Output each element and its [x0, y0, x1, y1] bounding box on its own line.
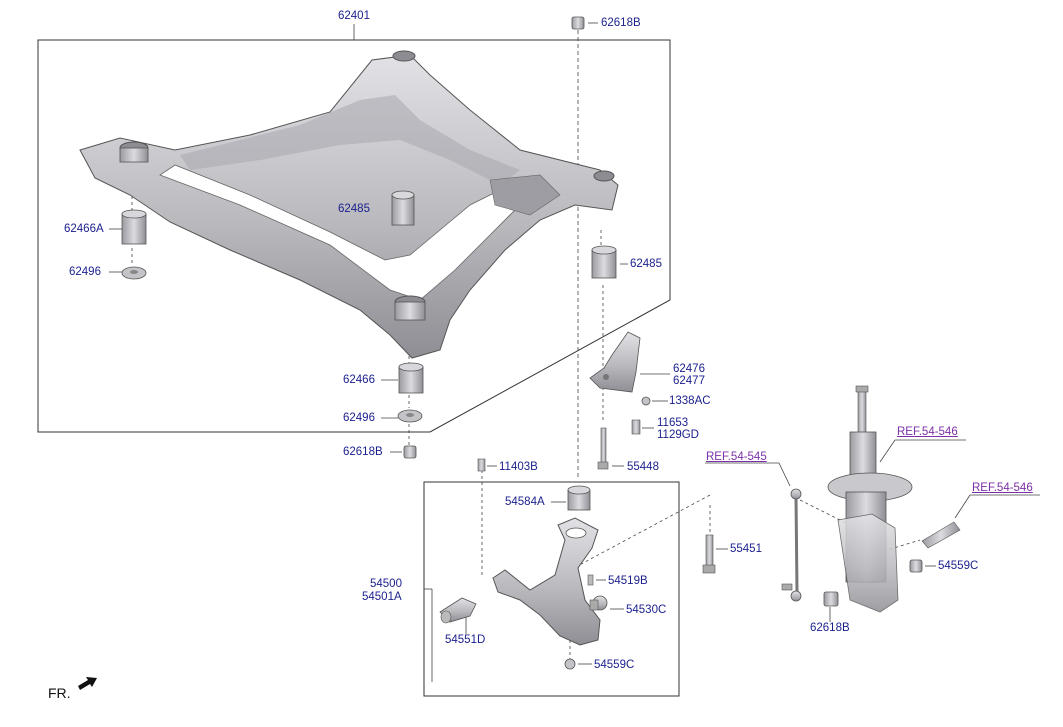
- label-subframe: 62401: [338, 10, 370, 22]
- label-bolt-arm-small: 11403B: [499, 461, 538, 473]
- label-lower-arm-2: 54501A: [362, 591, 402, 603]
- ref-link-link[interactable]: REF.54-545: [706, 451, 767, 463]
- subframe-group-outline: [37, 39, 671, 433]
- label-mount-front-left: 62466A: [64, 223, 104, 235]
- label-bracket-2: 62477: [673, 375, 705, 387]
- front-direction-label: FR.: [48, 685, 71, 701]
- front-arrow-icon: [78, 677, 97, 690]
- bushing-62485-right: [591, 245, 617, 279]
- mount-62466A: [121, 209, 147, 245]
- ball-joint-54530C: [589, 595, 608, 611]
- bushing-54551D: [439, 597, 477, 624]
- nut-62618B-bottom: [403, 445, 417, 459]
- washer-62496-left: [121, 266, 147, 280]
- bolt-55451: [702, 534, 716, 574]
- label-ball-joint: 54530C: [626, 604, 667, 616]
- label-washer-right: 62496: [343, 412, 375, 424]
- subframe: [79, 50, 619, 359]
- label-mount-front-right: 62466: [343, 374, 375, 386]
- label-strut-nut: 54559C: [938, 560, 979, 572]
- bolt-55448: [597, 427, 609, 470]
- bolt-11653: [631, 419, 641, 435]
- label-bushing-front: 54551D: [445, 634, 486, 646]
- lower-arm: [492, 517, 601, 646]
- mount-62466: [398, 362, 424, 394]
- label-nut-bottom: 62618B: [343, 446, 383, 458]
- label-bushing-rear-left: 62485: [338, 203, 370, 215]
- pin-54519B: [587, 574, 594, 586]
- label-bolt-arm: 55451: [730, 543, 762, 555]
- label-nut-top: 62618B: [601, 17, 641, 29]
- label-bracket-1: 62476: [673, 363, 705, 375]
- label-washer-left: 62496: [69, 266, 101, 278]
- strut-assembly: [827, 385, 913, 613]
- nut-54559C-strut: [909, 559, 923, 573]
- ref-knuckle-link[interactable]: REF.54-546: [972, 482, 1033, 494]
- bushing-54584A: [567, 485, 591, 511]
- bushing-62485-left: [391, 190, 415, 226]
- nut-1338AC: [641, 396, 651, 406]
- bolt-strut: [921, 521, 961, 549]
- washer-62496-right: [397, 409, 423, 423]
- label-link-nut: 62618B: [810, 622, 850, 634]
- label-pin: 54519B: [608, 575, 648, 587]
- label-bushing-arm: 54584A: [505, 496, 545, 508]
- label-nut-arm: 54559C: [594, 659, 635, 671]
- label-lower-arm-1: 54500: [370, 578, 402, 590]
- bolt-11403B: [477, 458, 486, 472]
- ref-strut-link[interactable]: REF.54-546: [897, 426, 958, 438]
- label-bushing-rear-right: 62485: [630, 258, 662, 270]
- nut-62618B-top: [571, 16, 585, 30]
- nut-62618B-link: [823, 591, 839, 607]
- nut-54559C-arm: [564, 658, 576, 670]
- label-bolt-bracket-2: 1129GD: [657, 429, 699, 441]
- label-bolt-long: 55448: [627, 461, 659, 473]
- label-nut-small: 1338AC: [669, 395, 711, 407]
- label-bolt-bracket-1: 11653: [657, 417, 689, 429]
- leader-lines: [109, 22, 1040, 682]
- bracket-62476: [589, 331, 641, 393]
- stabilizer-link: [781, 488, 802, 602]
